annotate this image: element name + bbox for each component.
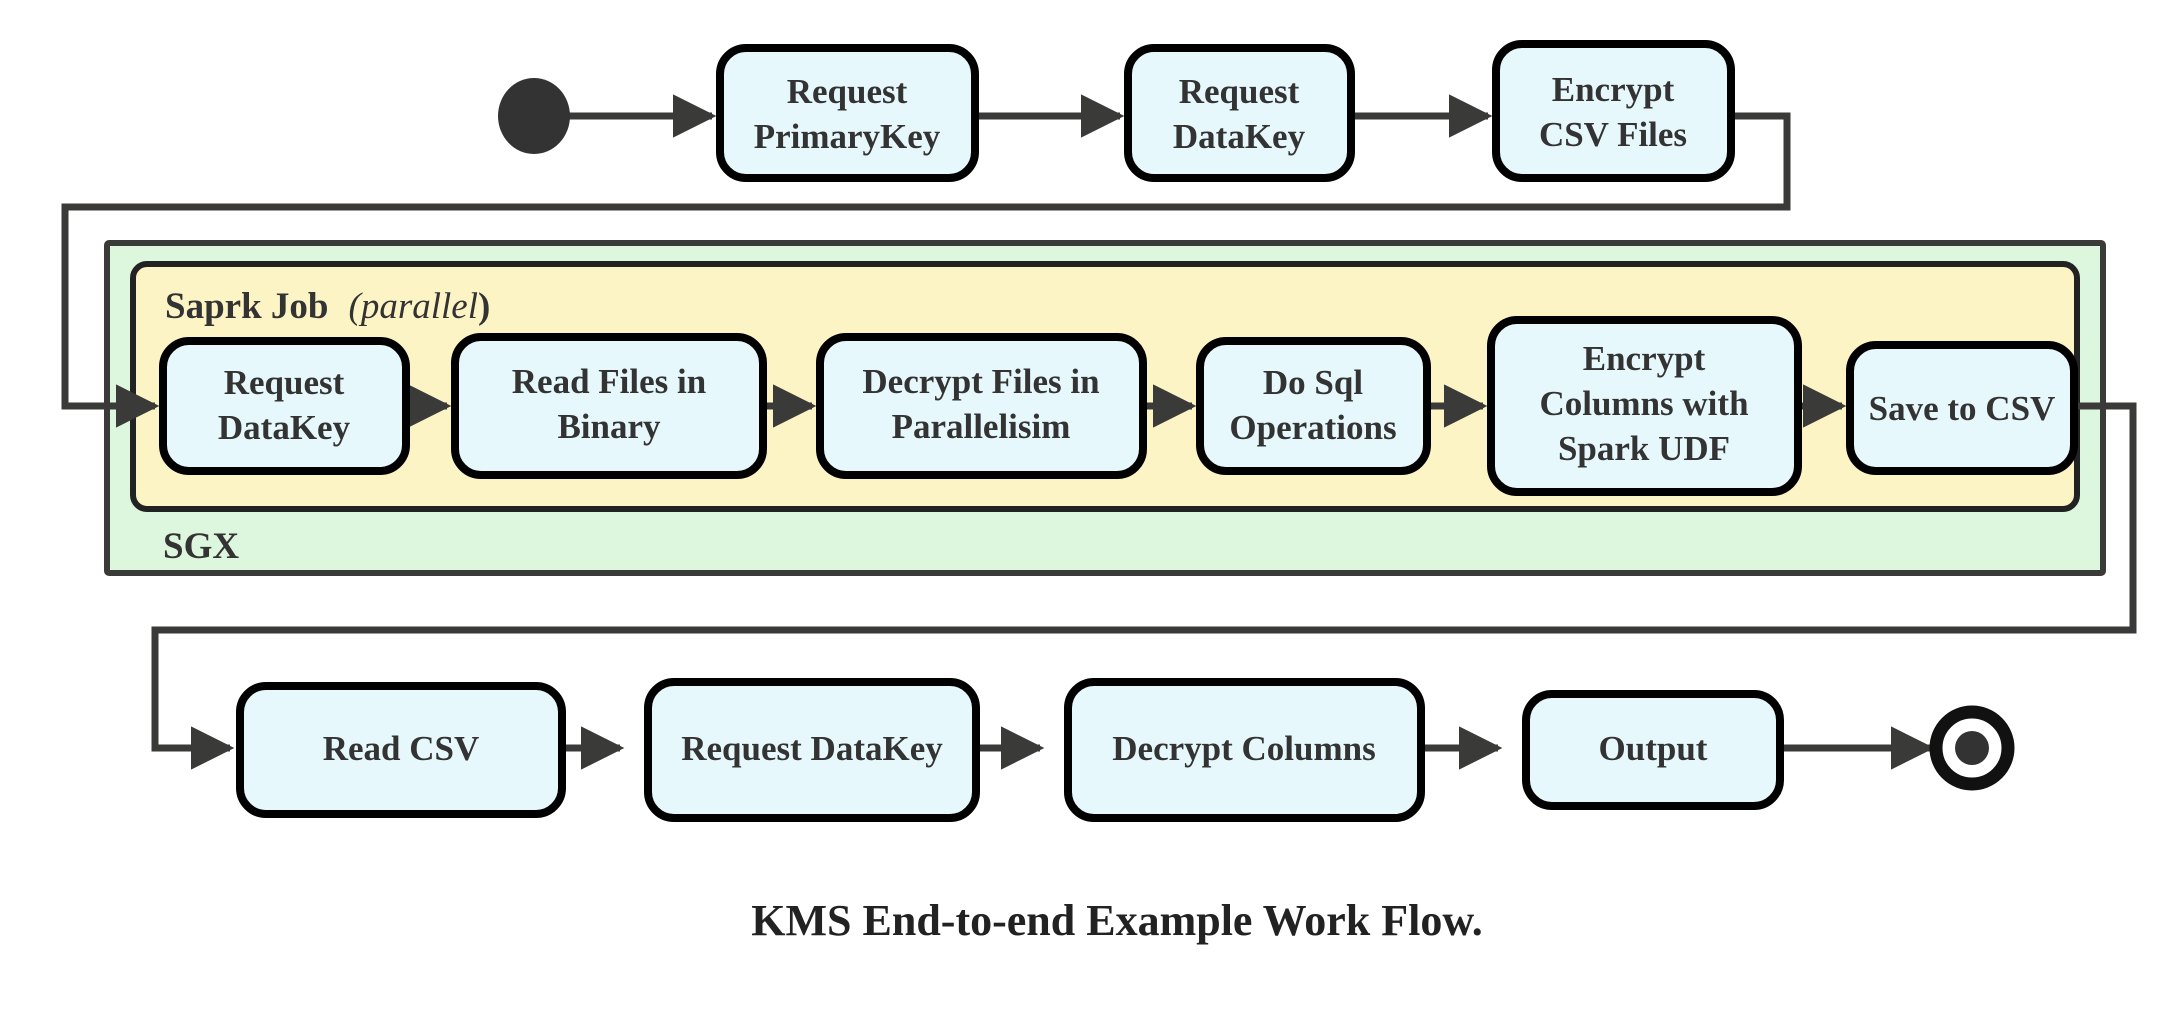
node-label-save-to-csv: Save to CSV xyxy=(1869,389,2056,428)
node-label-request-datakey-bottom: Request DataKey xyxy=(681,729,943,768)
group-label-sgx: SGX xyxy=(163,526,239,567)
group-label-spark-parallel: parallel xyxy=(358,286,478,327)
group-label-spark-paren-close: ) xyxy=(478,286,490,327)
node-label-decrypt-columns: Decrypt Columns xyxy=(1112,729,1375,768)
node-label-request-datakey-top-line1: Request xyxy=(1179,72,1300,111)
node-request-datakey-top[interactable]: Request DataKey xyxy=(1124,44,1355,182)
node-label-encrypt-columns-line1: Encrypt xyxy=(1583,339,1706,378)
node-label-output: Output xyxy=(1599,729,1708,768)
node-label-read-csv: Read CSV xyxy=(323,729,480,768)
node-label-request-datakey-spark-line1: Request xyxy=(224,363,345,402)
end-node-ring-circle xyxy=(1929,705,2015,791)
node-request-datakey-bottom[interactable]: Request DataKey xyxy=(644,678,980,822)
node-label-do-sql-operations-line1: Do Sql xyxy=(1263,363,1363,402)
node-output[interactable]: Output xyxy=(1522,690,1784,810)
node-label-request-datakey-spark-line2: DataKey xyxy=(218,408,351,447)
node-label-decrypt-files-line1: Decrypt Files in xyxy=(862,362,1099,401)
node-encrypt-csv-files[interactable]: Encrypt CSV Files xyxy=(1492,40,1735,182)
node-do-sql-operations[interactable]: Do Sql Operations xyxy=(1196,337,1431,475)
node-decrypt-columns[interactable]: Decrypt Columns xyxy=(1064,678,1425,822)
node-label-encrypt-columns-line3: Spark UDF xyxy=(1558,429,1730,468)
node-save-to-csv[interactable]: Save to CSV xyxy=(1846,341,2078,475)
node-label-encrypt-csv-files-line1: Encrypt xyxy=(1552,70,1675,109)
node-encrypt-columns-with-spark-udf[interactable]: Encrypt Columns with Spark UDF xyxy=(1487,316,1802,496)
node-label-request-datakey-top-line2: DataKey xyxy=(1173,117,1306,156)
edge-layer xyxy=(61,94,2137,770)
node-label-do-sql-operations-line2: Operations xyxy=(1229,408,1396,447)
node-request-primarykey[interactable]: Request PrimaryKey xyxy=(716,44,979,182)
node-label-decrypt-files-line2: Parallelisim xyxy=(892,407,1071,446)
node-label-encrypt-columns-line2: Columns with xyxy=(1539,384,1748,423)
node-read-files-in-binary[interactable]: Read Files in Binary xyxy=(451,333,767,479)
node-decrypt-files-in-parallelisim[interactable]: Decrypt Files in Parallelisim xyxy=(816,333,1147,479)
node-request-datakey-spark[interactable]: Request DataKey xyxy=(159,337,410,475)
node-read-csv[interactable]: Read CSV xyxy=(236,682,566,818)
group-label-spark-job: Saprk Job (parallel) xyxy=(165,286,490,327)
group-label-spark-job-text: Saprk Job xyxy=(165,286,328,327)
edge-encrypt-csv-files-to-request-datakey-spark xyxy=(61,112,1791,428)
node-label-encrypt-csv-files-line2: CSV Files xyxy=(1539,115,1687,154)
diagram-caption: KMS End-to-end Example Work Flow. xyxy=(751,896,1482,945)
node-label-request-primarykey-line2: PrimaryKey xyxy=(754,117,941,156)
edge-save-to-csv-to-read-csv xyxy=(151,402,2137,770)
group-label-spark-paren-open: ( xyxy=(348,286,363,327)
node-label-read-files-in-binary-line2: Binary xyxy=(557,407,661,446)
node-label-request-primarykey-line1: Request xyxy=(787,72,908,111)
start-node-filled-circle xyxy=(498,78,570,154)
node-label-read-files-in-binary-line1: Read Files in xyxy=(512,362,706,401)
